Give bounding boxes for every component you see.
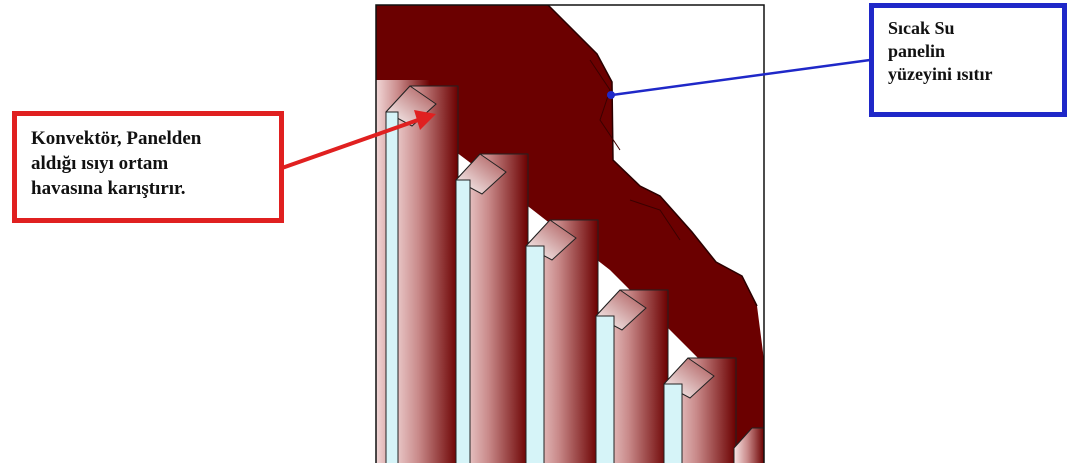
fin-column xyxy=(455,153,529,463)
fin-column xyxy=(595,289,669,463)
fin-column xyxy=(663,357,737,463)
hot-water-pointer xyxy=(607,58,871,99)
fin-column xyxy=(525,219,599,463)
convector-callout: Konvektör, Panelden aldığı ısıyı ortam h… xyxy=(12,111,284,223)
callout-line: yüzeyini ısıtır xyxy=(888,64,993,84)
hot-water-callout: Sıcak Su panelin yüzeyini ısıtır xyxy=(869,3,1067,117)
figure-frame xyxy=(375,4,765,463)
callout-line: Sıcak Su xyxy=(888,18,955,38)
fin-column xyxy=(385,85,459,463)
callout-line: aldığı ısıyı ortam xyxy=(31,153,169,174)
fin-column xyxy=(733,427,764,463)
callout-line: panelin xyxy=(888,41,946,61)
callout-line: Konvektör, Panelden xyxy=(31,128,202,149)
callout-line: havasına karıştırır. xyxy=(31,178,186,199)
convector-arrow xyxy=(281,110,436,170)
